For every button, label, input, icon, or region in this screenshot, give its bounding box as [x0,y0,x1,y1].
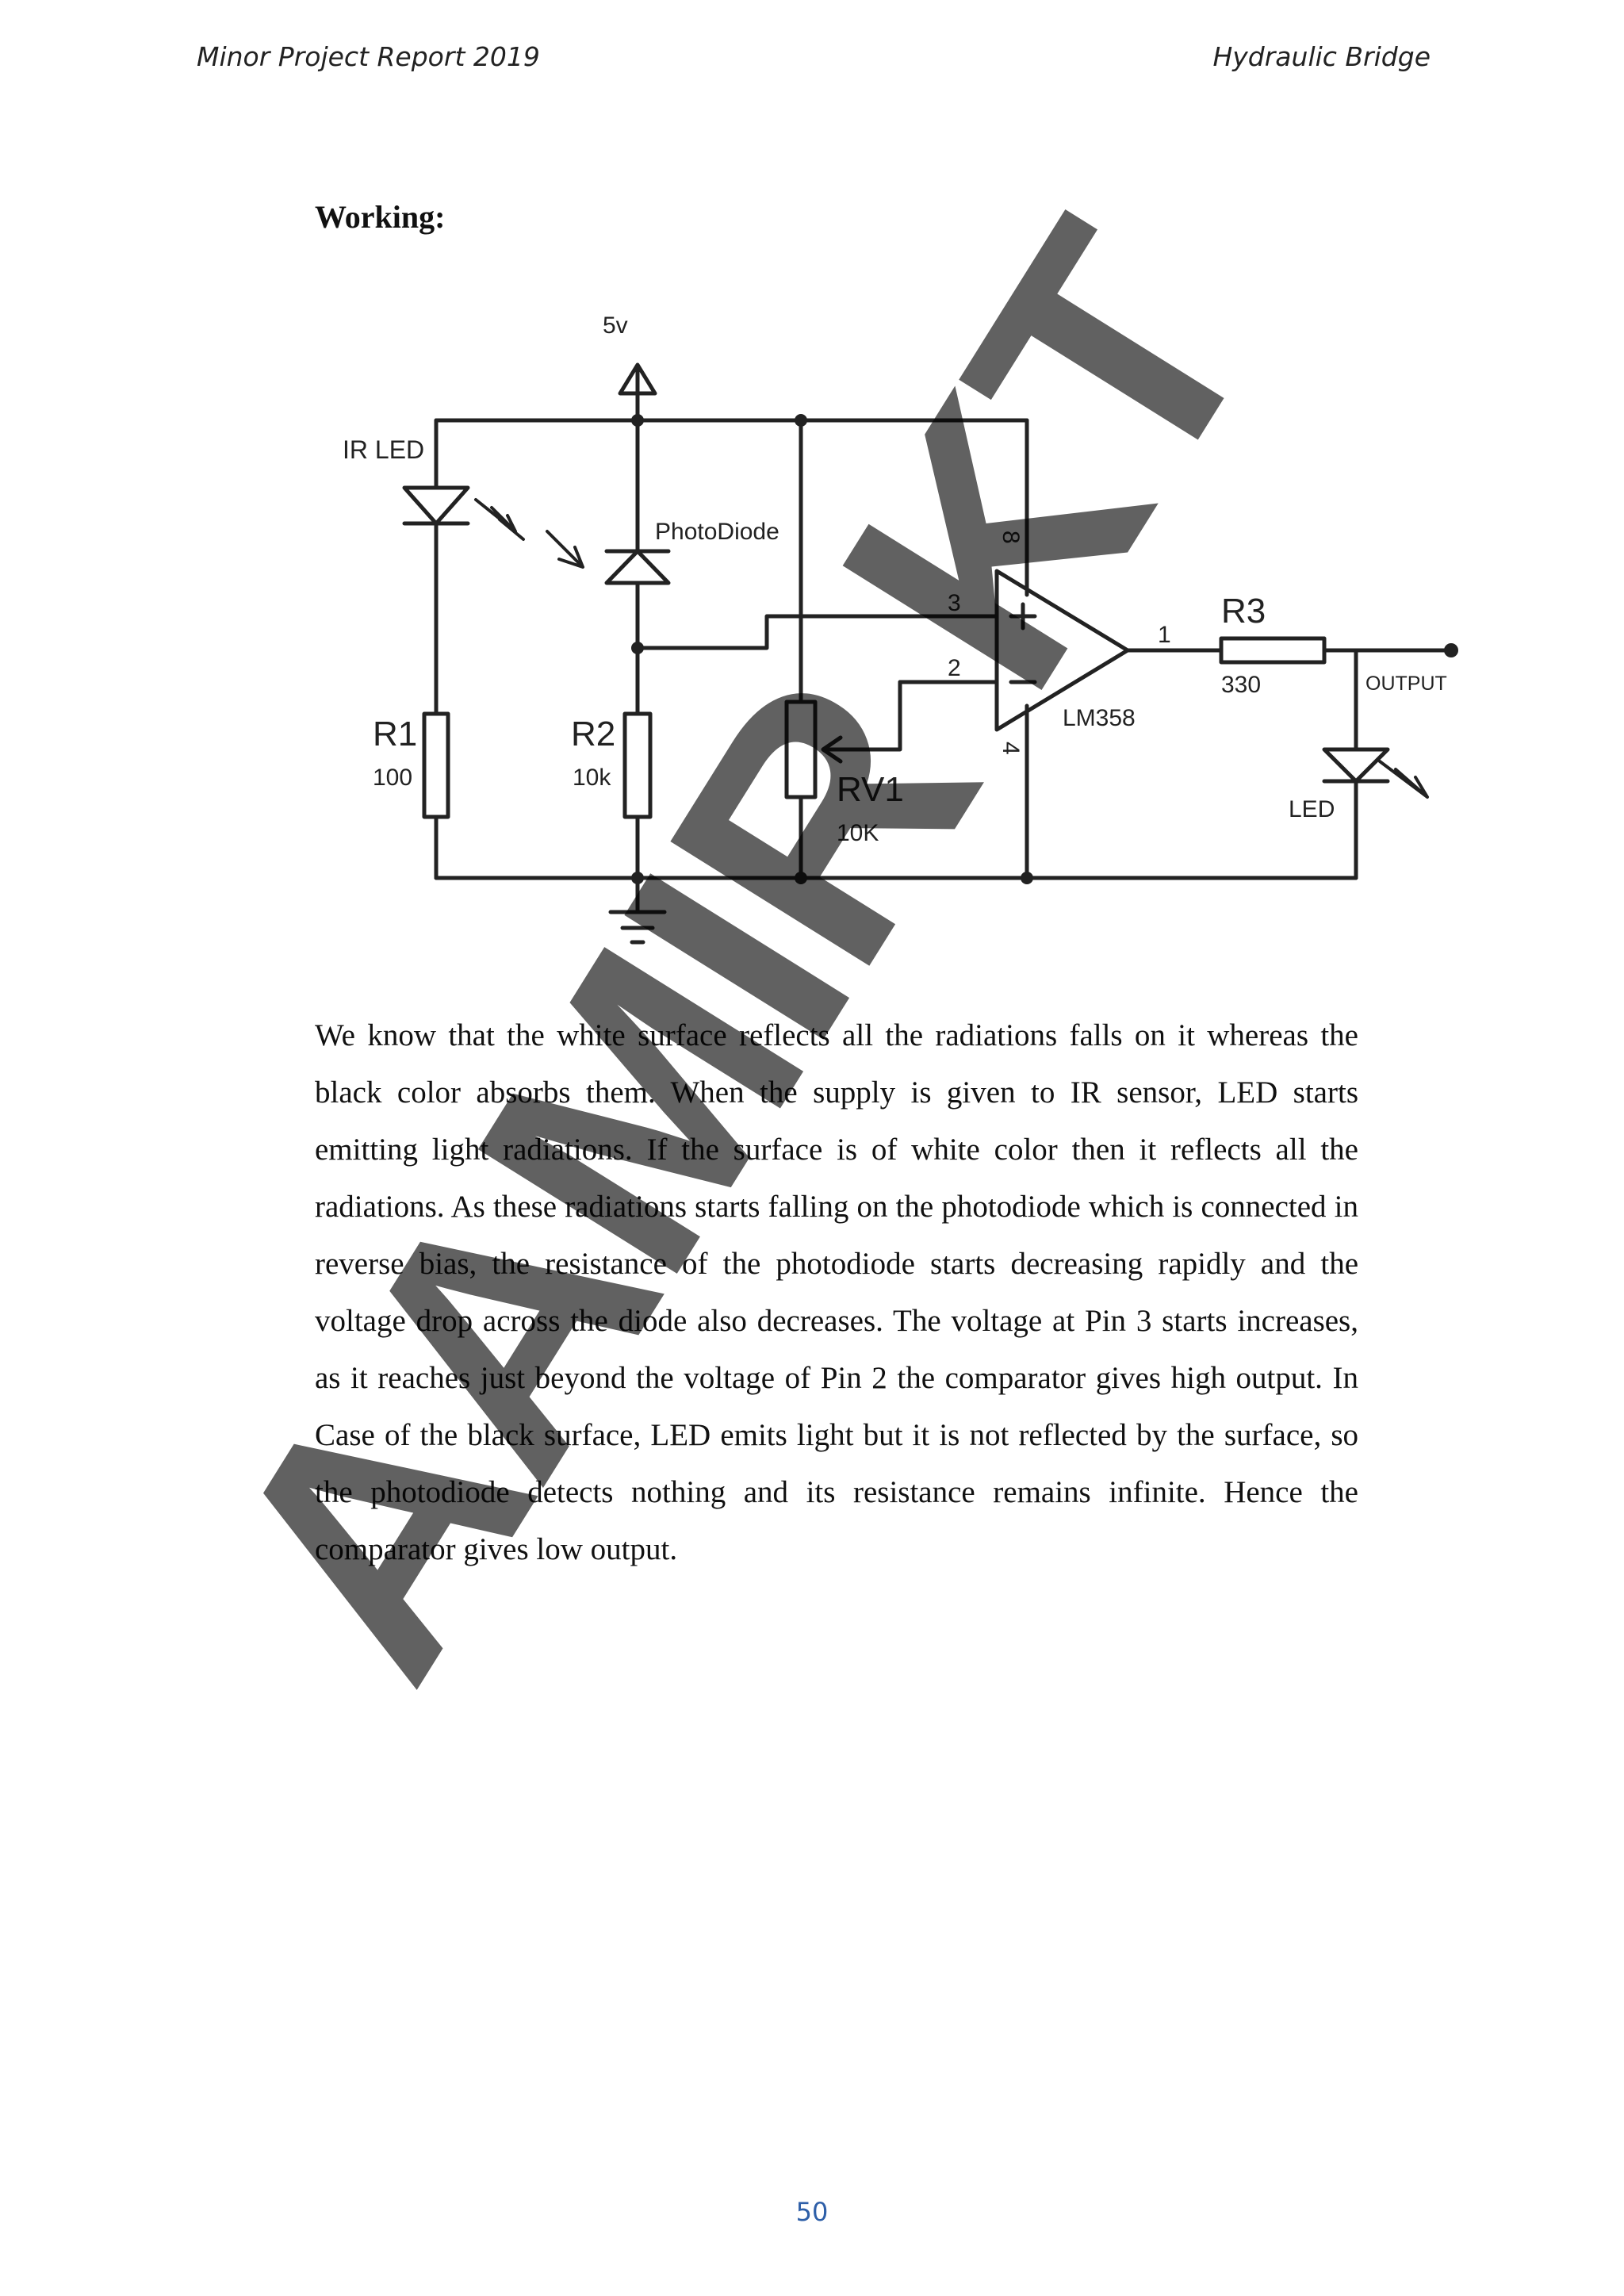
label-r2-value: 10k [573,765,611,791]
label-r1-value: 100 [373,765,412,791]
label-supply: 5v [603,312,628,339]
working-paragraph: We know that the white surface reflects … [315,1018,1358,1566]
label-pin-3: 3 [948,590,961,616]
supply-arrow [618,362,657,423]
r2-resistor [622,711,653,819]
section-heading: Working: [315,199,446,235]
header-report-title: Minor Project Report 2019 [197,41,540,72]
label-rv1-value: 10K [837,820,879,846]
photodiode-symbol [604,549,671,585]
label-pin-4: 4 [998,742,1024,755]
label-photodiode: PhotoDiode [655,519,779,545]
indicator-led-symbol [1322,747,1390,784]
label-r3-value: 330 [1221,672,1261,698]
label-pin-2: 2 [948,655,961,681]
label-rv1: RV1 [837,770,904,809]
rv1-potentiometer [784,700,818,799]
label-output: OUTPUT [1365,673,1447,695]
label-pin-8: 8 [998,531,1024,544]
label-led: LED [1289,796,1335,822]
label-r2: R2 [571,715,615,753]
ground-symbol [608,876,667,945]
ir-sensor-circuit-diagram: 5v IR LED PhotoDiode R1 100 R2 10k RV1 1… [343,312,1458,945]
r3-resistor [1219,636,1327,665]
label-r1: R1 [373,715,417,753]
page-number: 50 [795,2197,829,2227]
header-project-name: Hydraulic Bridge [1212,41,1431,72]
label-lm358: LM358 [1063,705,1136,731]
r1-resistor [422,711,450,819]
output-terminal [1444,643,1458,657]
label-r3: R3 [1221,592,1266,631]
label-pin-1: 1 [1158,622,1171,648]
ir-led-symbol [402,485,470,526]
lm358-opamp [994,569,1130,732]
label-ir-led: IR LED [343,435,424,464]
